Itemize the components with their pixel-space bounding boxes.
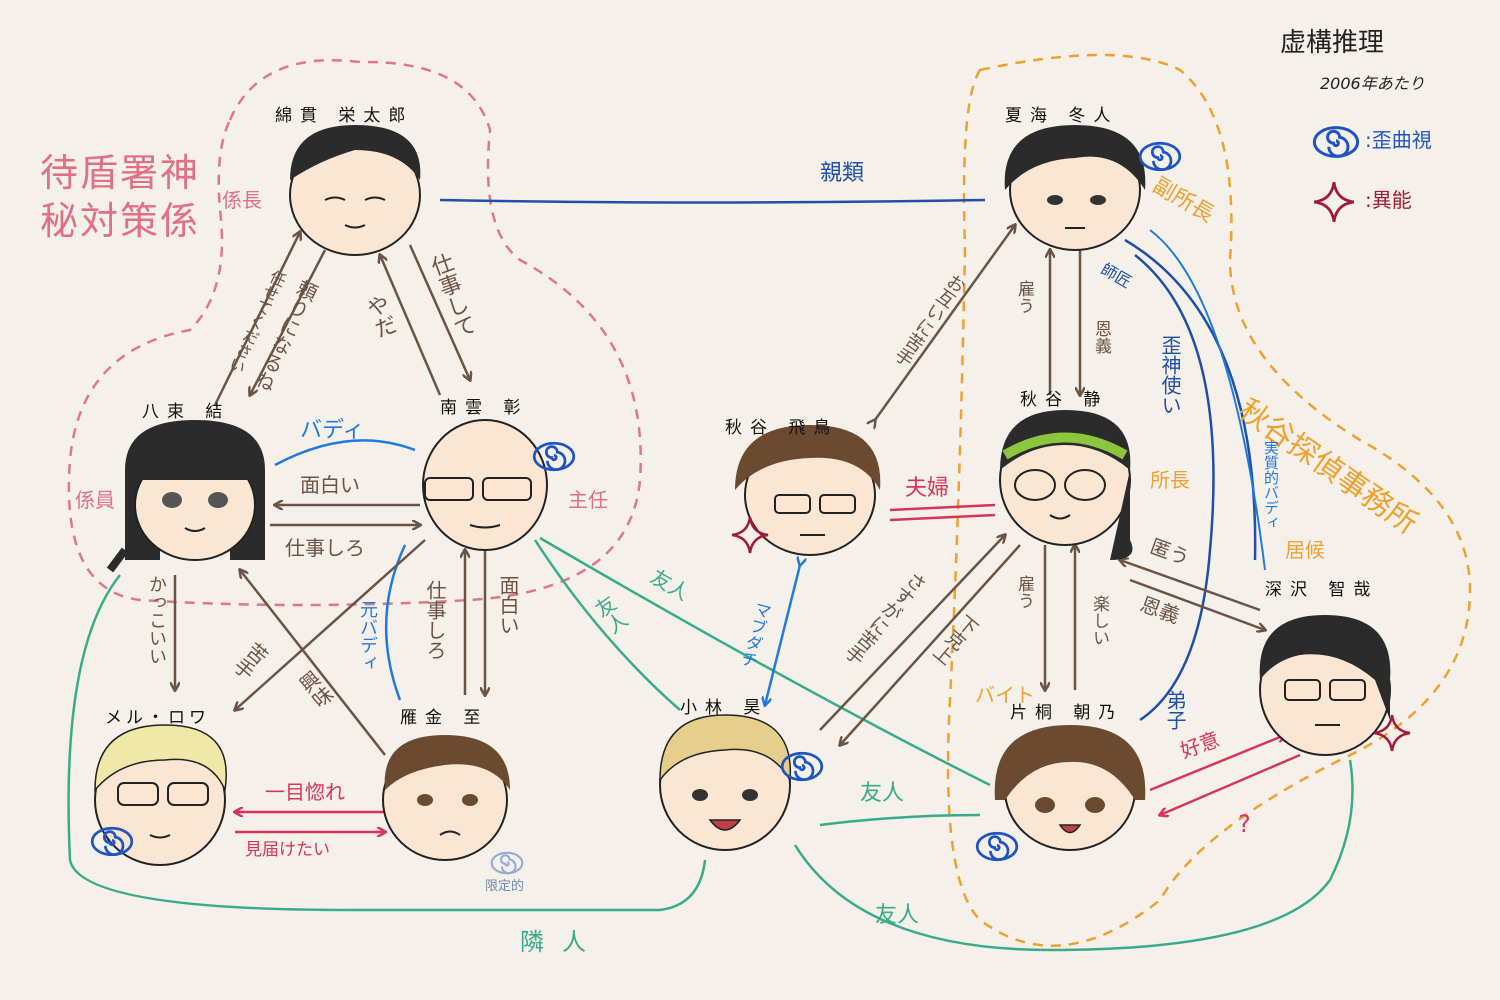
name-nagumo: 南雲 彰 xyxy=(440,398,529,418)
rel-deshi: 弟子 xyxy=(1163,690,1187,730)
rel-moto-buddy: 元バディ xyxy=(357,600,378,672)
name-kobayashi: 小林 昊 xyxy=(680,698,769,718)
rel-rinjin: 隣人 xyxy=(520,928,604,956)
avatar-katagiri xyxy=(994,725,1146,851)
avatar-fukasawa xyxy=(1259,615,1391,756)
name-natsumi: 夏海 冬人 xyxy=(1005,106,1119,126)
edge-shigoto-shite xyxy=(408,244,470,380)
role-yatsuka: 係員 xyxy=(75,488,115,512)
edge-kouin xyxy=(1149,735,1285,792)
karigane-note: 限定的 xyxy=(485,879,525,894)
edge-shishou xyxy=(1124,238,1257,561)
rel-hitomebore: 一目惚れ xyxy=(265,780,345,804)
edge-jisshitsu xyxy=(1149,229,1266,571)
edge-kyoumi xyxy=(240,570,386,756)
role-shizuka: 所長 xyxy=(1150,468,1190,492)
edge-yada xyxy=(380,255,442,396)
edge-yuujin-asano xyxy=(819,813,981,827)
rel-omoshiroi2: 面白い xyxy=(496,575,520,635)
avatar-kobayashi xyxy=(659,714,792,851)
legend-star-label: :異能 xyxy=(1365,188,1412,212)
rel-shigoto-shiro: 仕事しろ xyxy=(285,536,365,560)
spiral-icon xyxy=(1138,141,1182,172)
rel-waishin: 歪神使い xyxy=(1158,335,1182,415)
spiral-icon xyxy=(975,831,1019,862)
avatar-watanuki xyxy=(289,125,421,256)
org-label-police: 待盾署神秘対策係 xyxy=(40,151,201,243)
avatar-shizuka xyxy=(999,410,1133,560)
legend-star-icon xyxy=(1312,180,1356,224)
avatar-karigane xyxy=(382,735,510,861)
role-watanuki: 係長 xyxy=(222,188,262,212)
rel-omoshiroi: 面白い xyxy=(300,473,360,497)
rel-yuujin-fukasawa: 友人 xyxy=(875,903,920,928)
avatar-yatsuka xyxy=(106,420,265,573)
rel-buddy: バディ xyxy=(300,418,365,443)
rel-yatou2: 雇う xyxy=(1014,575,1034,609)
edge-magudachi xyxy=(765,565,800,705)
edge-rinjin xyxy=(67,574,707,912)
spiral-icon-limited xyxy=(490,851,524,875)
edge-moto-buddy xyxy=(384,544,407,701)
role-fukasawa: 居候 xyxy=(1285,538,1325,562)
name-mel: メル・ロワ xyxy=(105,708,210,728)
rel-tanoshii: 楽しい xyxy=(1089,595,1109,646)
edge-shinrui xyxy=(439,198,986,204)
name-yatsuka: 八束 結 xyxy=(142,402,231,422)
name-fukasawa: 深沢 智哉 xyxy=(1265,580,1379,600)
role-nagumo: 主任 xyxy=(568,488,608,512)
rel-yuujin-asano: 友人 xyxy=(860,781,905,806)
rel-onkei1: 恩義 xyxy=(1091,320,1111,354)
edge-tayori xyxy=(250,249,327,395)
edge-waishin xyxy=(1134,254,1215,722)
edge-yuujin-small xyxy=(533,539,681,711)
rel-fuufu: 夫婦 xyxy=(905,476,950,501)
edge-onkei2 xyxy=(1129,578,1265,630)
legend-spiral-label: :歪曲視 xyxy=(1365,128,1432,152)
edge-sasuga xyxy=(819,535,1005,731)
edge-kenjou xyxy=(840,544,1021,745)
rel-shigoto-shiro2: 仕事しろ xyxy=(423,580,447,660)
edges xyxy=(67,198,1354,952)
rel-kakkoii: かっこいい xyxy=(146,575,167,665)
era-label: 2006年あたり xyxy=(1320,74,1425,93)
avatar-asuka xyxy=(735,425,881,556)
edge-kakumau xyxy=(1120,560,1261,612)
name-katagiri: 片桐 朝乃 xyxy=(1010,703,1124,723)
edge-nigate xyxy=(235,539,426,710)
name-asuka: 秋谷 飛鳥 xyxy=(725,418,839,438)
diagram-title: 虚構推理 xyxy=(1280,28,1385,58)
avatar-nagumo xyxy=(422,419,548,551)
heads xyxy=(94,125,1391,866)
avatar-natsumi xyxy=(1004,125,1146,251)
rel-shinrui: 親類 xyxy=(820,161,865,186)
edge-question xyxy=(1160,753,1301,815)
edge-yuujin-fukasawa xyxy=(793,759,1354,952)
name-watanuki: 綿貫 栄太郎 xyxy=(275,106,414,126)
rel-jisshitsu: 実質的バディ xyxy=(1262,440,1280,530)
rel-mitodoketai: 見届けたい xyxy=(245,840,330,860)
edge-otagai xyxy=(875,225,1015,420)
org-boundary-police xyxy=(67,58,642,607)
org-boundary-agency xyxy=(946,53,1472,947)
name-karigane: 雁金 至 xyxy=(400,708,489,728)
role-katagiri: バイト xyxy=(975,683,1035,707)
edge-fuufu1 xyxy=(889,503,996,512)
rel-yatou1: 雇う xyxy=(1014,280,1034,314)
edge-fuufu2 xyxy=(889,513,996,522)
rel-question: ? xyxy=(1238,810,1251,838)
name-shizuka: 秋谷 静 xyxy=(1020,390,1109,410)
legend-spiral-icon xyxy=(1312,126,1360,158)
edge-makasete xyxy=(213,232,300,406)
edge-buddy xyxy=(274,439,416,467)
